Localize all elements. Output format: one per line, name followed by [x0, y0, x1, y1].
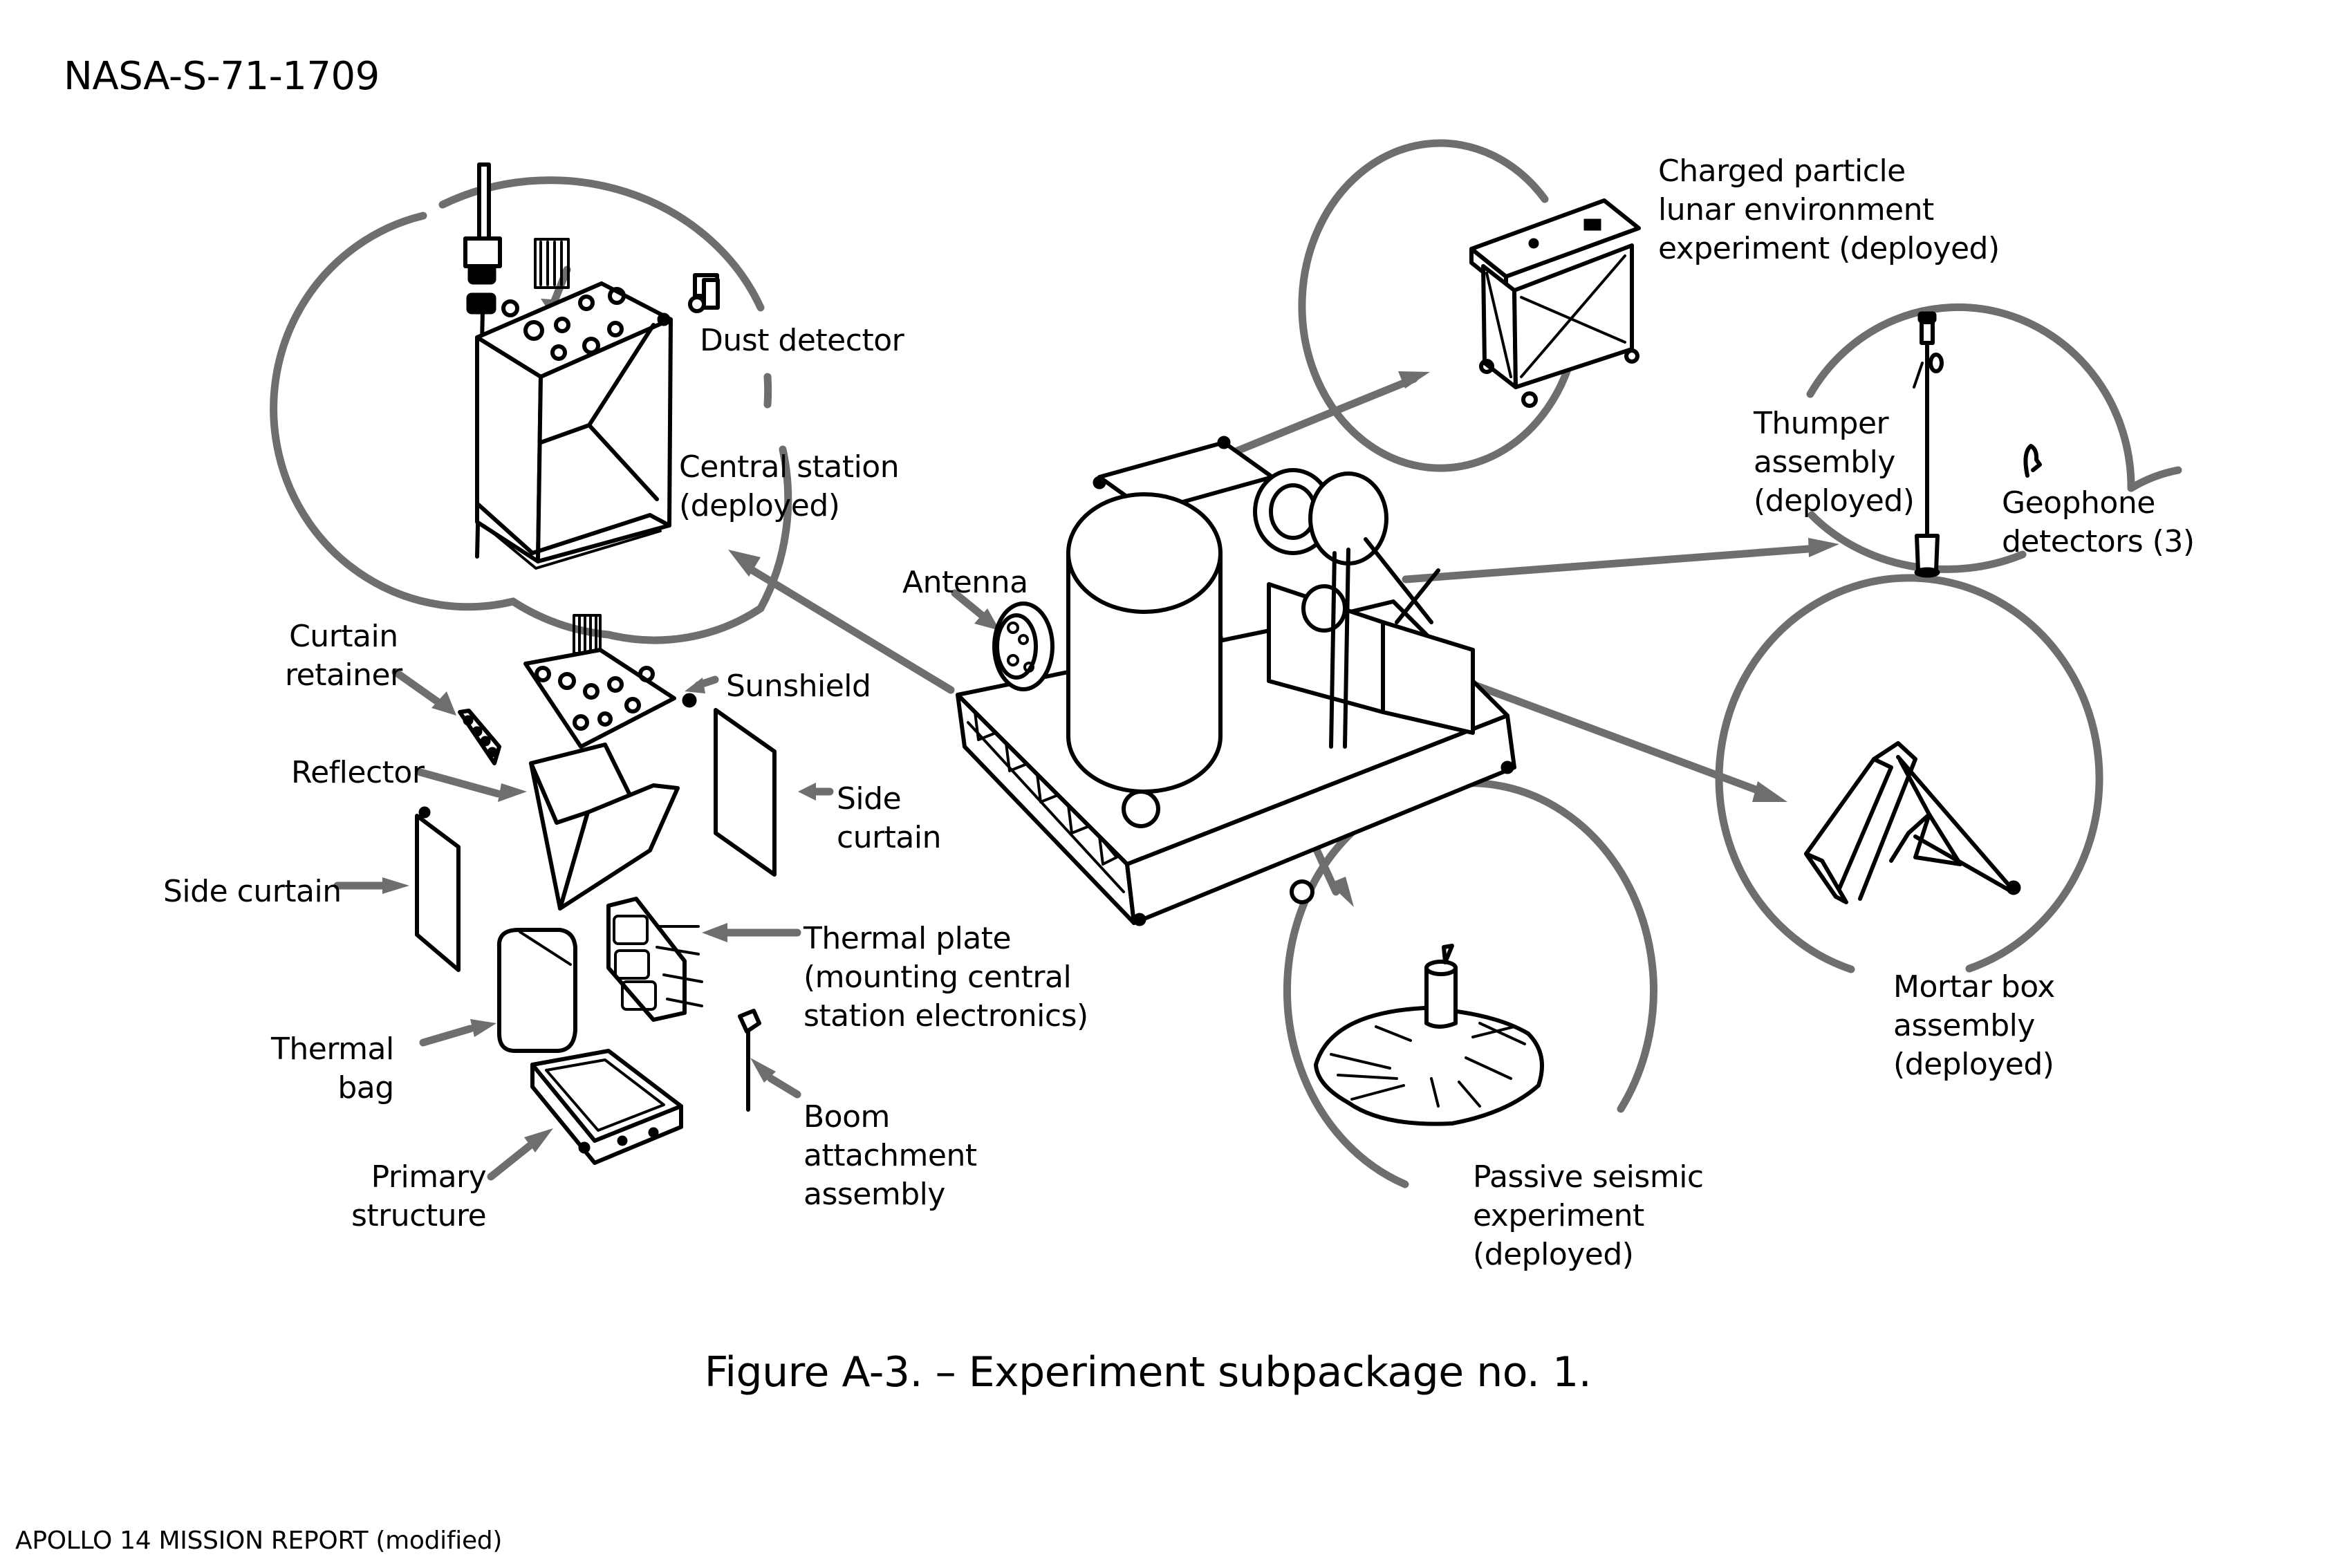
- boom-attachment-arrow: [750, 1058, 801, 1099]
- reflector-arrow: [416, 768, 527, 802]
- label-side-curtain-right: Side curtain: [837, 781, 942, 855]
- thermal-plate-illustration: [606, 897, 703, 1022]
- side-curtain-left-arrow: [333, 877, 409, 894]
- central-station-inset-ring-top: [438, 176, 765, 312]
- label-side-curtain-left: Side curtain: [163, 874, 342, 909]
- side-curtain-right-arrow: [798, 783, 834, 801]
- reflector-illustration: [529, 743, 680, 911]
- document-id: NASA-S-71-1709: [64, 54, 380, 99]
- figure-caption: Figure A-3. – Experiment subpackage no. …: [0, 1348, 2351, 1397]
- mortar-box-illustration: [1804, 741, 2021, 904]
- figure-caption-text: Figure A-3. – Experiment subpackage no. …: [704, 1348, 1592, 1397]
- thermal-plate-arrow: [702, 923, 801, 942]
- primary-structure-arrow: [487, 1128, 553, 1181]
- thumper-inset-ring-right: [2127, 466, 2182, 492]
- central-station-arrow: [728, 550, 955, 694]
- report-footer: APOLLO 14 MISSION REPORT (modified): [15, 1527, 503, 1555]
- thermal-bag-illustration: [496, 928, 577, 1053]
- pse-illustration: [1314, 944, 1544, 1126]
- pse-inset-ring: [1283, 779, 1657, 1188]
- cple-illustration: [1469, 198, 1641, 408]
- label-thermal-bag: Thermal bag: [271, 1032, 394, 1105]
- curtain-retainer-illustration: [458, 709, 501, 765]
- label-charged-particle: Charged particle lunar environment exper…: [1658, 153, 2000, 266]
- label-thumper: Thumper assembly (deployed): [1754, 406, 1915, 519]
- thumper-inset-ring: [1806, 303, 2135, 492]
- label-mortar-box: Mortar box assembly (deployed): [1893, 969, 2055, 1082]
- label-sunshield: Sunshield: [726, 669, 871, 704]
- thumper-illustration: [1913, 311, 1944, 578]
- side-curtain-left-illustration: [415, 806, 461, 972]
- label-geophone: Geophone detectors (3): [2002, 485, 2195, 559]
- primary-structure-illustration: [530, 1049, 683, 1165]
- antenna-arrow: [951, 589, 1000, 631]
- label-antenna: Antenna: [902, 565, 1028, 600]
- geophone-illustration: [2023, 444, 2042, 478]
- label-dust-detector: Dust detector: [700, 323, 904, 358]
- sunshield-illustration: [523, 614, 697, 749]
- label-central-station: Central station (deployed): [679, 449, 900, 523]
- subpackage-illustration: [956, 436, 1516, 926]
- mortar-box-arrow: [1465, 679, 1787, 802]
- curtain-retainer-arrow: [391, 668, 456, 716]
- thermal-bag-arrow: [419, 1019, 496, 1047]
- label-thermal-plate: Thermal plate (mounting central station …: [803, 921, 1088, 1034]
- label-reflector: Reflector: [291, 755, 425, 790]
- label-boom-attachment: Boom attachment assembly: [803, 1099, 977, 1212]
- label-primary-structure: Primary structure: [351, 1159, 487, 1233]
- thumper-inset-ring-lower: [1808, 511, 2027, 573]
- label-passive-seismic: Passive seismic experiment (deployed): [1473, 1159, 1704, 1272]
- central-station-illustration: [463, 162, 720, 570]
- label-curtain-retainer: Curtain retainer: [285, 619, 402, 693]
- sunshield-arrow: [685, 675, 719, 693]
- thumper-arrow: [1402, 538, 1839, 584]
- central-station-inset-ring: [270, 212, 792, 644]
- mortar-inset-ring: [1715, 574, 2103, 973]
- side-curtain-right-illustration: [714, 708, 777, 877]
- cple-inset-ring: [1298, 139, 1583, 472]
- boom-attachment-illustration: [738, 1009, 761, 1112]
